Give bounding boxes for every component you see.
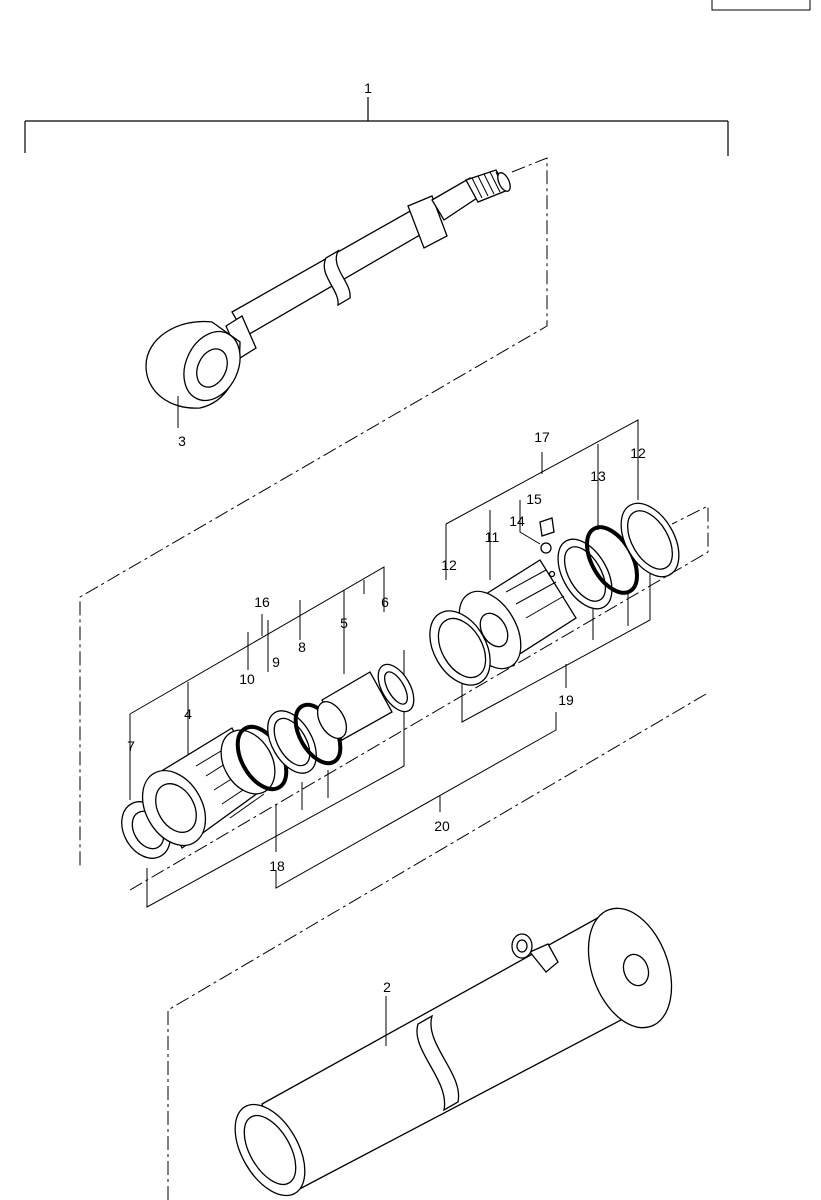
piston-assembly <box>429 419 680 723</box>
callout-12-right: 12 <box>630 445 646 461</box>
callout-13: 13 <box>590 468 606 484</box>
callout-11: 11 <box>485 529 500 545</box>
callout-5: 5 <box>340 615 348 631</box>
callout-18: 18 <box>269 858 285 874</box>
callout-4: 4 <box>184 706 192 722</box>
callout-19: 19 <box>558 692 574 708</box>
callout-1: 1 <box>364 80 372 96</box>
assembly-lines-19-20 <box>129 505 709 891</box>
callout-9: 9 <box>272 654 280 670</box>
callout-2: 2 <box>383 979 391 995</box>
page-number-box <box>711 0 811 11</box>
cylinder-tube <box>167 693 707 1200</box>
callout-20: 20 <box>434 818 450 834</box>
gland-assembly <box>121 566 415 908</box>
callout-14: 14 <box>509 513 525 529</box>
assembly-bracket-1 <box>24 97 729 156</box>
callout-17: 17 <box>534 429 550 445</box>
callout-7: 7 <box>127 738 135 754</box>
callout-labels: 1 2 3 4 5 6 7 8 9 10 11 12 12 13 14 15 1… <box>127 80 646 995</box>
callout-16: 16 <box>254 594 270 610</box>
callout-8: 8 <box>298 639 306 655</box>
callout-15: 15 <box>526 491 542 507</box>
callout-10: 10 <box>239 671 255 687</box>
callout-12-left: 12 <box>441 557 457 573</box>
callout-6: 6 <box>381 594 389 610</box>
piston-rod <box>79 157 548 868</box>
callout-3: 3 <box>178 433 186 449</box>
